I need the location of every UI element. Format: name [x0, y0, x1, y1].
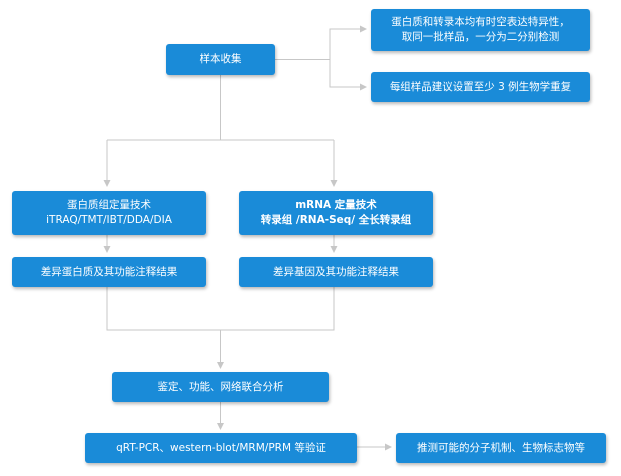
validation-box: qRT-PCR、western-blot/MRM/PRM 等验证	[85, 433, 357, 463]
diff-protein-annotation-box: 差异蛋白质及其功能注释结果	[12, 257, 206, 287]
mrna-quant-box: mRNA 定量技术 转录组 /RNA-Seq/ 全长转录组	[239, 191, 433, 235]
protein-quant-box: 蛋白质组定量技术 iTRAQ/TMT/IBT/DDA/DIA	[12, 191, 206, 235]
connector-diff-protein-down	[106, 287, 335, 331]
validation-label: qRT-PCR、western-blot/MRM/PRM 等验证	[116, 441, 326, 454]
mrna-quant-line1: mRNA 定量技术	[295, 199, 377, 211]
sample-collection-label: 样本收集	[199, 53, 242, 65]
split-detection-box: 蛋白质和转录本均有时空表达特异性， 取同一批样品，一分为二分别检测	[371, 9, 590, 51]
inference-box: 推测可能的分子机制、生物标志物等	[396, 433, 606, 463]
joint-analysis-box: 鉴定、功能、网络联合分析	[112, 372, 329, 402]
protein-quant-line1: 蛋白质组定量技术	[67, 199, 151, 211]
split-detection-line2: 取同一批样品，一分为二分别检测	[401, 31, 560, 43]
biological-replicates-box: 每组样品建议设置至少 3 例生物学重复	[371, 72, 590, 102]
biological-replicates-label: 每组样品建议设置至少 3 例生物学重复	[389, 80, 572, 93]
diff-gene-annotation-box: 差异基因及其功能注释结果	[239, 257, 433, 287]
mrna-quant-line2: 转录组 /RNA-Seq/ 全长转录组	[260, 214, 412, 226]
diff-protein-annotation-label: 差异蛋白质及其功能注释结果	[40, 265, 178, 278]
split-detection-line1: 蛋白质和转录本均有时空表达特异性，	[391, 16, 570, 28]
joint-analysis-label: 鉴定、功能、网络联合分析	[157, 380, 284, 393]
connector-sample-to-replicates	[329, 59, 367, 91]
sample-collection-box: 样本收集	[166, 44, 275, 75]
protein-quant-line2: iTRAQ/TMT/IBT/DDA/DIA	[46, 214, 172, 226]
diff-gene-annotation-label: 差异基因及其功能注释结果	[273, 265, 399, 278]
inference-label: 推测可能的分子机制、生物标志物等	[417, 441, 585, 454]
connector-sample-to-split	[275, 25, 367, 60]
